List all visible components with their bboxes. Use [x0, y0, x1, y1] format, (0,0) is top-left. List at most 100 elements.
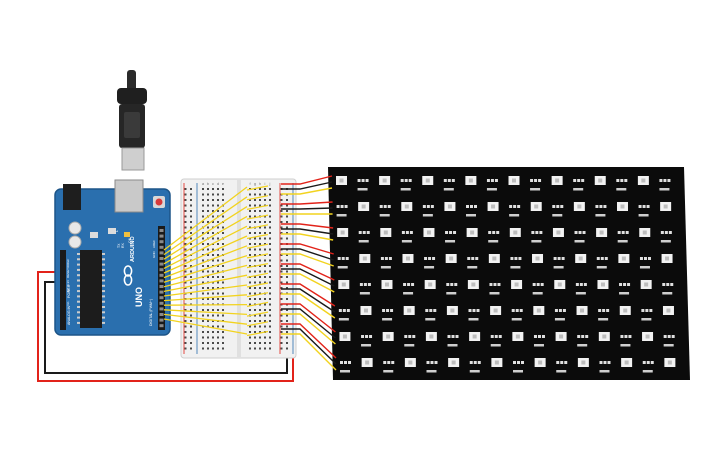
breadboard-hole[interactable]: [202, 331, 204, 333]
signal-jumper[interactable]: [246, 195, 269, 201]
breadboard-hole[interactable]: [269, 303, 271, 306]
breadboard-hole[interactable]: [264, 287, 266, 289]
breadboard-hole[interactable]: [202, 210, 204, 212]
breadboard-hole[interactable]: [190, 336, 192, 339]
breadboard-hole[interactable]: [249, 265, 251, 267]
matrix-wire[interactable]: [281, 328, 337, 365]
breadboard-hole[interactable]: [254, 331, 256, 333]
matrix-wire[interactable]: [281, 207, 333, 210]
breadboard-hole[interactable]: [222, 193, 224, 196]
signal-wire[interactable]: [163, 274, 248, 293]
breadboard-hole[interactable]: [264, 226, 266, 229]
breadboard-hole[interactable]: [264, 248, 266, 251]
signal-jumper[interactable]: [246, 253, 269, 259]
breadboard-hole[interactable]: [217, 193, 219, 196]
breadboard-hole[interactable]: [254, 254, 256, 256]
breadboard-hole[interactable]: [184, 342, 187, 344]
breadboard-hole[interactable]: [254, 298, 256, 300]
breadboard-hole[interactable]: [184, 188, 187, 190]
breadboard-hole[interactable]: [280, 254, 283, 256]
breadboard-hole[interactable]: [212, 336, 214, 339]
breadboard-hole[interactable]: [249, 303, 251, 306]
breadboard-hole[interactable]: [207, 232, 209, 234]
breadboard-hole[interactable]: [207, 199, 209, 201]
signal-wire[interactable]: [163, 294, 248, 302]
breadboard-hole[interactable]: [264, 193, 266, 196]
breadboard-hole[interactable]: [269, 237, 271, 240]
matrix-wire[interactable]: [281, 248, 334, 261]
breadboard-hole[interactable]: [269, 298, 271, 300]
breadboard-hole[interactable]: [269, 331, 271, 333]
breadboard-hole[interactable]: [286, 265, 288, 267]
breadboard-hole[interactable]: [207, 265, 209, 267]
breadboard-hole[interactable]: [217, 270, 219, 273]
breadboard-hole[interactable]: [190, 320, 192, 322]
breadboard-hole[interactable]: [217, 276, 219, 278]
breadboard-hole[interactable]: [212, 342, 214, 344]
breadboard-hole[interactable]: [207, 193, 209, 196]
breadboard-hole[interactable]: [184, 325, 187, 328]
breadboard-hole[interactable]: [202, 265, 204, 267]
breadboard-hole[interactable]: [212, 309, 214, 311]
breadboard-hole[interactable]: [184, 193, 187, 196]
breadboard-hole[interactable]: [217, 265, 219, 267]
breadboard-hole[interactable]: [286, 204, 288, 207]
signal-wire[interactable]: [163, 313, 248, 325]
breadboard-hole[interactable]: [259, 259, 261, 262]
breadboard-hole[interactable]: [212, 254, 214, 256]
arduino-uno-board[interactable]: ARDUINO UNO DIGITAL (PWM~) ANALOG IN POW…: [54, 179, 171, 336]
matrix-wire[interactable]: [281, 187, 333, 195]
signal-wire[interactable]: [163, 206, 248, 260]
breadboard-hole[interactable]: [217, 188, 219, 190]
breadboard-hole[interactable]: [222, 199, 224, 201]
breadboard-hole[interactable]: [249, 215, 251, 218]
breadboard-hole[interactable]: [217, 204, 219, 207]
matrix-wire[interactable]: [281, 333, 337, 371]
breadboard-hole[interactable]: [222, 325, 224, 328]
signal-jumper[interactable]: [246, 292, 269, 298]
breadboard-hole[interactable]: [254, 292, 256, 295]
breadboard-hole[interactable]: [222, 298, 224, 300]
breadboard-hole[interactable]: [286, 276, 288, 278]
breadboard-hole[interactable]: [190, 270, 192, 273]
breadboard-hole[interactable]: [222, 347, 224, 350]
breadboard-hole[interactable]: [254, 276, 256, 278]
breadboard-hole[interactable]: [280, 325, 283, 328]
breadboard-hole[interactable]: [269, 193, 271, 196]
breadboard-hole[interactable]: [217, 331, 219, 333]
signal-jumper[interactable]: [246, 330, 269, 337]
breadboard-hole[interactable]: [202, 336, 204, 339]
breadboard-hole[interactable]: [280, 221, 283, 223]
breadboard-hole[interactable]: [207, 331, 209, 333]
signal-wire[interactable]: [163, 215, 248, 265]
matrix-wire[interactable]: [281, 273, 335, 293]
breadboard-hole[interactable]: [254, 342, 256, 344]
breadboard-hole[interactable]: [286, 287, 288, 289]
breadboard-hole[interactable]: [254, 320, 256, 322]
breadboard-hole[interactable]: [222, 215, 224, 218]
breadboard-hole[interactable]: [190, 248, 192, 251]
breadboard-hole[interactable]: [259, 204, 261, 207]
breadboard-hole[interactable]: [249, 325, 251, 328]
breadboard-hole[interactable]: [286, 270, 288, 273]
breadboard-hole[interactable]: [264, 259, 266, 262]
breadboard-hole[interactable]: [259, 314, 261, 317]
breadboard-hole[interactable]: [190, 210, 192, 212]
breadboard-hole[interactable]: [286, 281, 288, 284]
breadboard-hole[interactable]: [190, 265, 192, 267]
breadboard-hole[interactable]: [286, 325, 288, 328]
breadboard-hole[interactable]: [184, 331, 187, 333]
breadboard-hole[interactable]: [254, 314, 256, 317]
breadboard-hole[interactable]: [202, 232, 204, 234]
breadboard-hole[interactable]: [207, 320, 209, 322]
breadboard-hole[interactable]: [190, 281, 192, 284]
breadboard-hole[interactable]: [222, 210, 224, 212]
breadboard-hole[interactable]: [202, 188, 204, 190]
breadboard-hole[interactable]: [212, 193, 214, 196]
breadboard-hole[interactable]: [259, 188, 261, 190]
signal-jumper[interactable]: [246, 272, 269, 278]
signal-wire[interactable]: [163, 264, 248, 288]
breadboard-hole[interactable]: [202, 320, 204, 322]
breadboard-hole[interactable]: [190, 204, 192, 207]
breadboard-hole[interactable]: [286, 199, 288, 201]
